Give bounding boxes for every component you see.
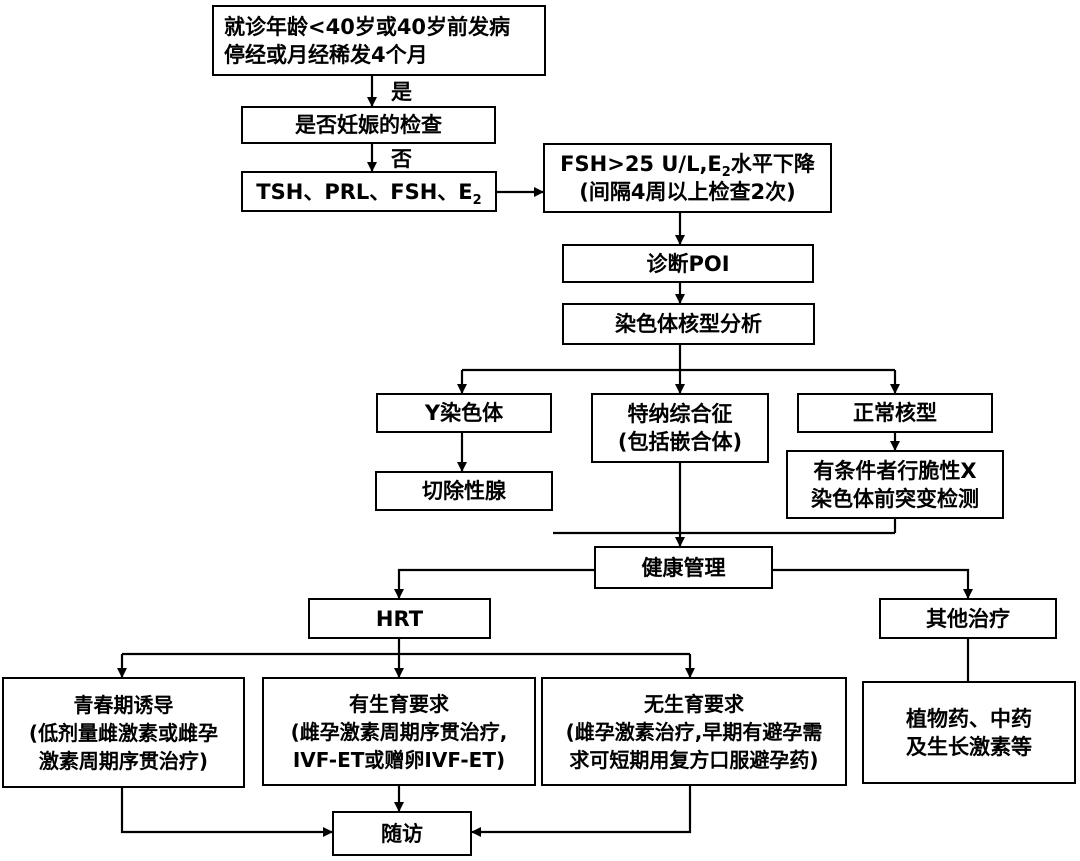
- node-y-chromosome: Y染色体: [376, 393, 552, 433]
- node-karyotype: 染色体核型分析: [562, 303, 815, 345]
- node-health-mgmt-line1: 健康管理: [641, 555, 726, 580]
- label-no: 否: [391, 147, 412, 171]
- node-fragile-x-line2: 染色体前突变检测: [811, 486, 979, 511]
- node-hormone-tests: TSH、PRL、FSH、E2: [241, 171, 497, 212]
- node-fertility-no-line3: 求可短期用复方口服避孕药): [569, 747, 819, 772]
- node-fertility-no: 无生育要求 (雌孕激素治疗,早期有避孕需 求可短期用复方口服避孕药): [541, 677, 847, 786]
- node-y-chromosome-line1: Y染色体: [424, 401, 504, 425]
- node-puberty-line1: 青春期诱导: [73, 692, 174, 717]
- node-gonadectomy-line1: 切除性腺: [422, 479, 506, 503]
- node-hormone-tests-text: TSH、PRL、FSH、E: [256, 179, 473, 204]
- node-fertility-no-line2: (雌孕激素治疗,早期有避孕需: [565, 719, 823, 744]
- node-turner-line2: (包括嵌合体): [617, 430, 743, 454]
- node-fragile-x: 有条件者行脆性X 染色体前突变检测: [786, 450, 1004, 519]
- node-pregnancy-check-line1: 是否妊娠的检查: [295, 113, 442, 137]
- node-puberty-line3: 激素周期序贯治疗): [38, 748, 209, 773]
- node-fragile-x-line1: 有条件者行脆性X: [813, 458, 977, 483]
- node-fertility-no-line1: 无生育要求: [644, 691, 744, 716]
- node-fsh-result: FSH>25 U/L,E2水平下降 (间隔4周以上检查2次): [543, 143, 832, 213]
- node-fertility-yes-line1: 有生育要求: [349, 691, 449, 716]
- node-fsh-result-line1-sub: 2: [721, 165, 731, 181]
- node-age-onset: 就诊年龄<40岁或40岁前发病 停经或月经稀发4个月: [212, 5, 546, 76]
- node-fsh-result-line1-pre: FSH>25 U/L,E: [560, 152, 722, 176]
- node-diagnose-poi-line1: 诊断POI: [646, 251, 730, 276]
- label-yes: 是: [391, 80, 412, 104]
- node-health-mgmt: 健康管理: [594, 546, 773, 589]
- node-normal-karyotype: 正常核型: [797, 393, 993, 433]
- node-hormone-tests-line1: TSH、PRL、FSH、E2: [256, 178, 482, 208]
- node-hrt: HRT: [308, 598, 491, 639]
- node-other-treatment-line1: 其他治疗: [926, 606, 1010, 631]
- node-turner: 特纳综合征 (包括嵌合体): [591, 393, 769, 463]
- node-age-onset-line1: 就诊年龄<40岁或40岁前发病: [224, 14, 511, 39]
- node-herbal: 植物药、中药 及生长激素等: [862, 681, 1076, 784]
- node-gonadectomy: 切除性腺: [375, 471, 553, 511]
- node-herbal-line1: 植物药、中药: [906, 706, 1032, 731]
- node-follow-up: 随访: [332, 811, 472, 856]
- node-fertility-yes-line2: (雌孕激素周期序贯治疗,: [290, 719, 508, 744]
- node-fsh-result-line2: (间隔4周以上检查2次): [579, 180, 796, 204]
- node-karyotype-line1: 染色体核型分析: [615, 312, 762, 336]
- node-follow-up-line1: 随访: [381, 821, 423, 846]
- node-fsh-result-line1: FSH>25 U/L,E2水平下降: [560, 150, 815, 181]
- node-hormone-tests-sub: 2: [472, 192, 482, 208]
- node-normal-karyotype-line1: 正常核型: [853, 401, 937, 425]
- node-puberty: 青春期诱导 (低剂量雌激素或雌孕 激素周期序贯治疗): [2, 677, 245, 788]
- node-diagnose-poi: 诊断POI: [562, 244, 814, 283]
- node-fsh-result-line1-post: 水平下降: [730, 152, 815, 176]
- node-other-treatment: 其他治疗: [879, 598, 1057, 639]
- node-fertility-yes-line3: IVF-ET或赠卵IVF-ET): [292, 747, 506, 772]
- node-pregnancy-check: 是否妊娠的检查: [241, 106, 496, 144]
- node-hrt-line1: HRT: [375, 606, 424, 631]
- node-puberty-line2: (低剂量雌激素或雌孕: [28, 720, 219, 745]
- node-age-onset-line2: 停经或月经稀发4个月: [224, 42, 428, 67]
- node-fertility-yes: 有生育要求 (雌孕激素周期序贯治疗, IVF-ET或赠卵IVF-ET): [262, 677, 536, 786]
- node-turner-line1: 特纳综合征: [627, 402, 733, 426]
- node-herbal-line2: 及生长激素等: [906, 734, 1032, 759]
